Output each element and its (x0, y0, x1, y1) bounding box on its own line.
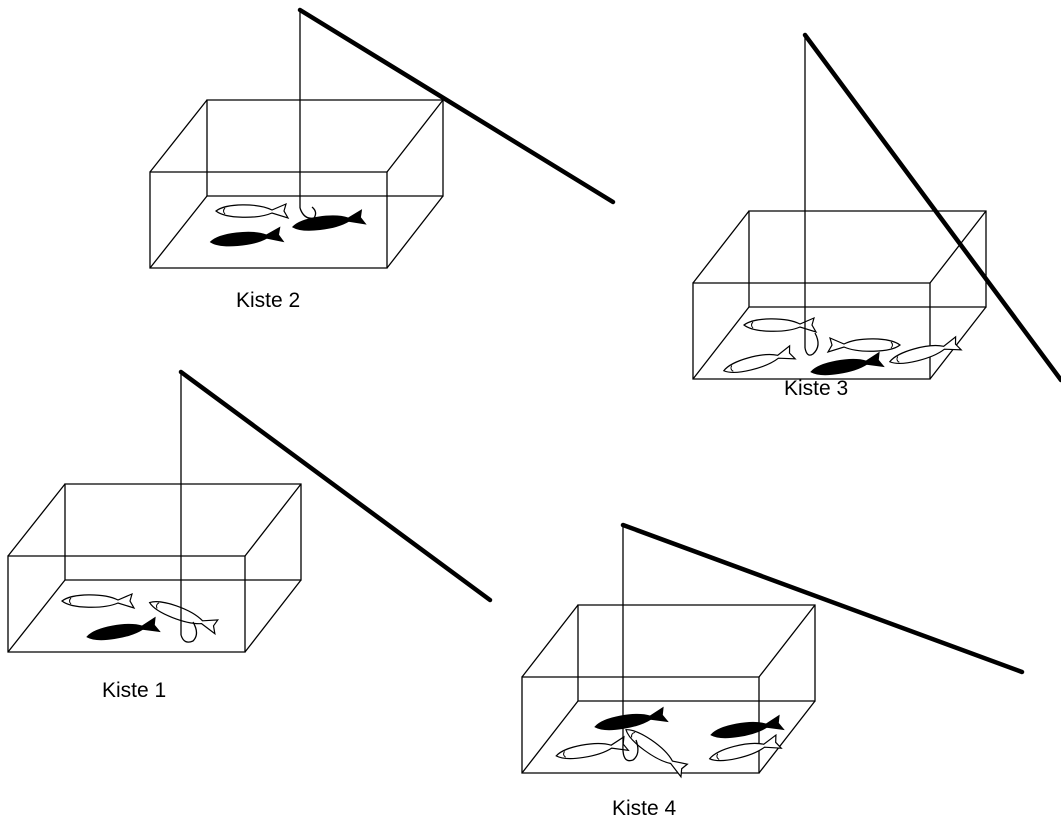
fishing-rod (178, 369, 493, 603)
box-kiste-2 (149, 99, 444, 269)
white-fish (721, 344, 796, 379)
white-fish (554, 735, 629, 764)
hook-icon (299, 206, 317, 219)
box-kiste-3 (692, 210, 987, 380)
hook-icon (180, 621, 198, 643)
white-fish (827, 337, 901, 353)
fishing-rod (620, 522, 1025, 675)
fish-kiste-3 (721, 317, 962, 380)
hook-icon (622, 739, 639, 762)
white-fish (61, 593, 135, 609)
fishing-rod (802, 32, 1061, 383)
kiste-3-group: Kiste 3 (692, 32, 1061, 400)
hook-icon (804, 332, 819, 356)
kiste-4-group: Kiste 4 (521, 522, 1025, 820)
label-kiste-2: Kiste 2 (236, 289, 300, 312)
box-kiste-1 (7, 483, 302, 653)
label-kiste-3: Kiste 3 (784, 377, 848, 400)
label-kiste-1: Kiste 1 (102, 679, 166, 702)
white-fish (146, 595, 221, 635)
white-fish (215, 203, 289, 219)
black-fish (809, 351, 884, 380)
black-fish (209, 226, 284, 250)
box-kiste-4 (521, 604, 816, 774)
kiste-2-group: Kiste 2 (149, 7, 616, 312)
white-fish (707, 733, 782, 767)
label-kiste-4: Kiste 4 (612, 797, 677, 820)
fish-kiste-4 (554, 706, 784, 778)
black-fish (85, 616, 160, 645)
fishing-rod (297, 7, 616, 205)
white-fish (621, 723, 690, 778)
kiste-1-group: Kiste 1 (7, 369, 493, 702)
fish-kiste-2 (209, 203, 366, 250)
